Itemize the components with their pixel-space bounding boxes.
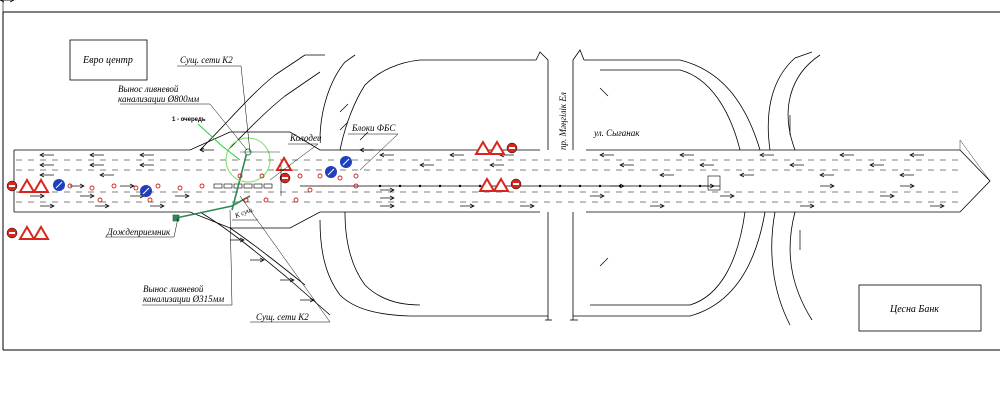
- work-zone-line: [213, 175, 721, 191]
- fbs-blocks-label: Блоки ФБС: [351, 123, 396, 133]
- westbound-arrows: [0, 0, 925, 178]
- blue-circle-arrow-icon: [340, 156, 352, 168]
- main-road: [13, 131, 991, 229]
- triangle-warning-icon: [18, 178, 50, 193]
- road-signs: [6, 140, 522, 240]
- no-entry-icon: [510, 178, 522, 190]
- rain-inlet-box: [172, 214, 180, 222]
- no-entry-icon: [506, 142, 518, 154]
- sheet-frame: [2, 0, 1000, 351]
- tsesna-bank-label: Цесна Банк: [889, 304, 939, 315]
- no-entry-icon: [279, 172, 291, 184]
- traffic-cones: [67, 173, 359, 203]
- queue-label: 1 - очередь: [172, 117, 206, 123]
- street-label: ул. Сығанак: [593, 128, 640, 138]
- drain-800-label-line1: Вынос ливневой: [118, 84, 179, 94]
- existing-network-top-label: Сущ. сети К2: [180, 55, 233, 65]
- euro-center-label: Евро центр: [82, 55, 133, 66]
- ramp-arrows: [339, 87, 801, 267]
- blue-circle-arrow-icon: [53, 179, 65, 191]
- well-label: Колодец: [289, 133, 322, 143]
- no-entry-icon: [6, 180, 18, 192]
- drain-800-label-line2: канализации Ø800мм: [118, 94, 199, 104]
- well-ring: [225, 137, 271, 183]
- triangle-warning-icon: [275, 156, 293, 171]
- tsesna-bank-box: [858, 284, 982, 332]
- drain-800-pipe: [231, 151, 248, 211]
- existing-network-bottom-label: Сущ. сети К2: [256, 312, 309, 322]
- to-existing-label: К сущ.: [233, 205, 255, 220]
- no-entry-icon: [6, 227, 18, 239]
- queue-leader: [197, 123, 241, 161]
- avenue-label: пр. Мәңгілік Ел: [558, 92, 568, 150]
- blue-circle-arrow-icon: [325, 166, 337, 178]
- triangle-warning-icon: [478, 177, 510, 192]
- drain-315-label-line1: Вынос ливневой: [143, 284, 204, 294]
- cross-avenue: [535, 49, 585, 321]
- leader-lines: [105, 65, 399, 323]
- drain-315-label-line2: канализации Ø315мм: [143, 294, 224, 304]
- euro-center-box: [69, 39, 148, 81]
- eastbound-arrows: [0, 0, 945, 303]
- rain-inlet-label: Дождеприемник: [106, 227, 171, 237]
- triangle-warning-icon: [18, 225, 50, 240]
- slip-roads: [199, 51, 821, 326]
- triangle-warning-icon: [474, 140, 506, 155]
- drain-pipes: [172, 123, 280, 222]
- blue-circle-arrow-icon: [140, 185, 152, 197]
